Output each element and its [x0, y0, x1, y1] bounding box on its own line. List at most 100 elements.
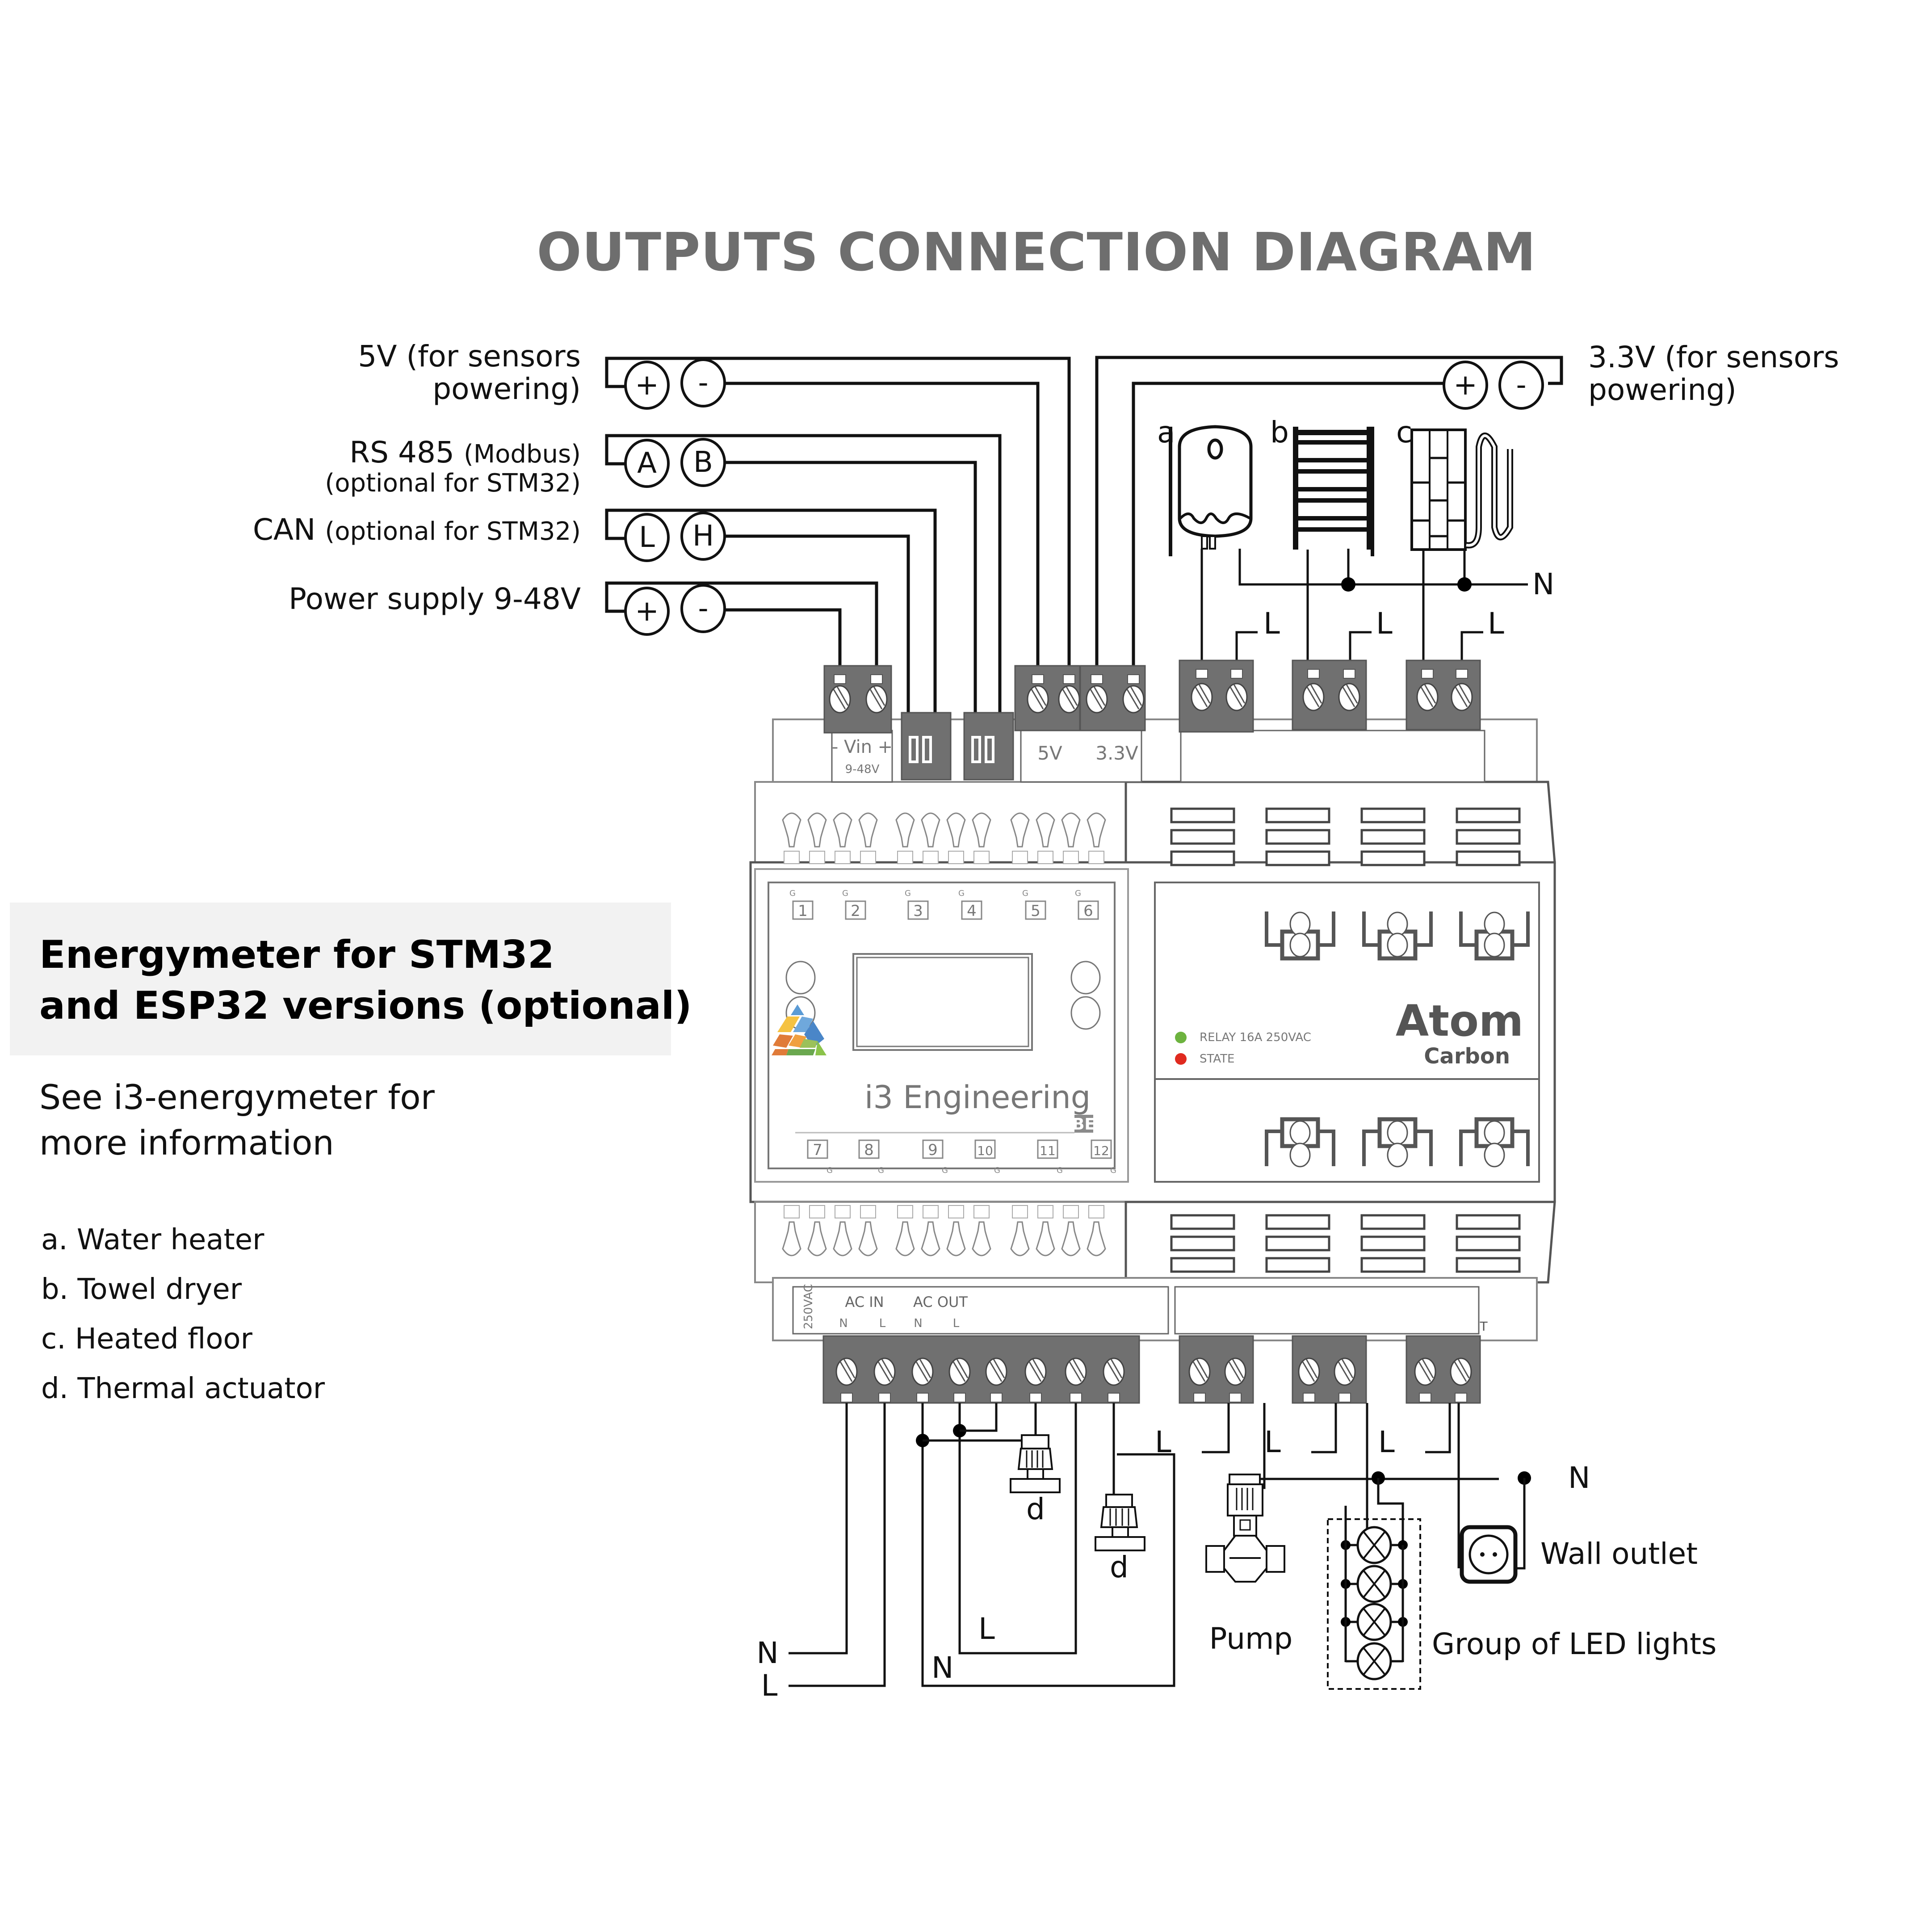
terminal-hole	[1343, 669, 1355, 679]
top-line-label-1: L	[1263, 606, 1280, 641]
thermal-actuator-1-icon	[1010, 1434, 1061, 1493]
svg-text:L: L	[639, 521, 655, 554]
vent-slot	[1360, 1235, 1426, 1252]
vent-slot	[1456, 1235, 1521, 1252]
screw-slot	[1196, 1359, 1208, 1378]
top-neutral-label: N	[1532, 567, 1554, 601]
model-subname: Carbon	[1424, 1044, 1510, 1069]
relay-contact	[1484, 932, 1505, 958]
input-box	[922, 1139, 944, 1159]
screw-slot	[1192, 1361, 1206, 1382]
pin-rs485-b: B	[680, 438, 726, 487]
input-box	[1037, 1139, 1058, 1159]
wire-can-h	[716, 534, 910, 715]
input-number: 3	[913, 902, 923, 920]
label-rs485: RS 485 (Modbus) (optional for STM32)	[325, 435, 581, 498]
vent-slot	[1265, 850, 1330, 866]
screw-slot	[1305, 1359, 1318, 1378]
ac-out-n: N	[914, 1317, 922, 1330]
screw-slot	[1458, 684, 1471, 704]
vin-range: 9-48V	[845, 763, 880, 776]
wire-power-minus	[716, 608, 842, 670]
ac-out-label: AC OUT	[913, 1294, 968, 1310]
screw-slot	[1032, 1359, 1045, 1378]
label-5v-line2: powering)	[432, 372, 581, 406]
contact-slot	[895, 812, 915, 848]
legend: a. Water heater b. Towel dryer c. Heated…	[41, 1215, 325, 1414]
contact-slot	[921, 1221, 940, 1256]
terminal-hole	[1108, 1393, 1120, 1403]
load-letter-a: a	[1157, 415, 1175, 449]
relay4-l-label: L	[1155, 1425, 1171, 1459]
ground-label: G	[842, 889, 848, 898]
screw-slot	[1195, 687, 1208, 707]
vin-label: - Vin +	[832, 737, 893, 757]
panel-button-1	[785, 961, 816, 995]
pin-power-minus: -	[680, 584, 726, 633]
label-33v-line1: 3.3V (for sensors	[1588, 340, 1839, 374]
ground-label: G	[827, 1166, 833, 1175]
model-name: Atom	[1396, 996, 1523, 1046]
vent-slot	[1170, 1257, 1235, 1273]
screw-slot	[1031, 689, 1044, 710]
ground-label: G	[994, 1166, 1000, 1175]
input-box	[974, 1139, 996, 1159]
screw-slot	[1130, 686, 1142, 706]
terminal-hole	[1196, 669, 1208, 679]
top-line-label-3: L	[1488, 606, 1504, 641]
terminal-hole	[1229, 1393, 1242, 1403]
svg-text:B: B	[693, 446, 713, 479]
legend-item: b. Towel dryer	[41, 1273, 242, 1306]
relay-frame	[1459, 1130, 1530, 1166]
terminal-hole	[1421, 669, 1434, 679]
wires-left	[605, 357, 1071, 715]
screw-slot	[1093, 686, 1106, 706]
contact-pad	[1012, 851, 1028, 864]
vent-slot	[1360, 850, 1426, 866]
vent-slot	[1456, 1257, 1521, 1273]
state-led	[1175, 1053, 1187, 1065]
ground-label: G	[789, 889, 796, 898]
screw-slot	[1028, 1361, 1042, 1382]
relay5-l-label: L	[1264, 1425, 1281, 1459]
svg-text:CAN (optional for STM32): CAN (optional for STM32)	[253, 512, 581, 547]
input-number: 2	[851, 902, 860, 920]
input-box	[907, 900, 929, 920]
screw-slot	[993, 1359, 1005, 1378]
ac-in-l: L	[879, 1317, 886, 1330]
label-rs485-main: RS 485	[349, 435, 454, 470]
wire-can-l	[605, 508, 937, 715]
screw-slot	[1457, 1359, 1470, 1378]
relay-panel-top	[1154, 882, 1540, 1080]
screw-slot	[1126, 689, 1140, 710]
label-5v-line1: 5V (for sensors	[358, 339, 581, 374]
relay-frame	[1265, 1130, 1335, 1166]
wire-33v-minus	[1095, 356, 1563, 670]
contact-pad	[948, 851, 964, 864]
contact-slot	[858, 812, 878, 848]
relay-contact	[1387, 911, 1408, 937]
screw-slot	[1198, 684, 1211, 704]
contact-slot	[1087, 812, 1106, 848]
relay-contact	[1484, 1142, 1505, 1168]
screw-slot	[1232, 1359, 1244, 1378]
terminal-hole	[1338, 1393, 1351, 1403]
vent-slot	[1456, 829, 1521, 845]
vent-slot	[1456, 807, 1521, 823]
pin-can-l: L	[624, 513, 670, 562]
heated-floor-icon	[1410, 428, 1513, 551]
relay-frame	[1459, 911, 1530, 947]
top-terminal-labels: - Vin + 9-48V 5V 3.3V	[831, 730, 1485, 783]
screw-slot	[1455, 687, 1468, 707]
led-group-frame	[1327, 1518, 1421, 1690]
screw-slot	[1233, 684, 1246, 704]
relay-contact	[1484, 1120, 1505, 1145]
info-title-line2: and ESP32 versions (optional)	[39, 983, 692, 1028]
wire-5v-plus	[605, 357, 1071, 670]
panel-button-3	[1070, 961, 1101, 995]
pin-5v-plus: +	[624, 361, 670, 410]
contact-slot	[946, 1221, 966, 1256]
screw-slot	[1346, 684, 1358, 704]
state-label: STATE	[1200, 1052, 1234, 1066]
screw-slot	[1069, 1361, 1082, 1382]
